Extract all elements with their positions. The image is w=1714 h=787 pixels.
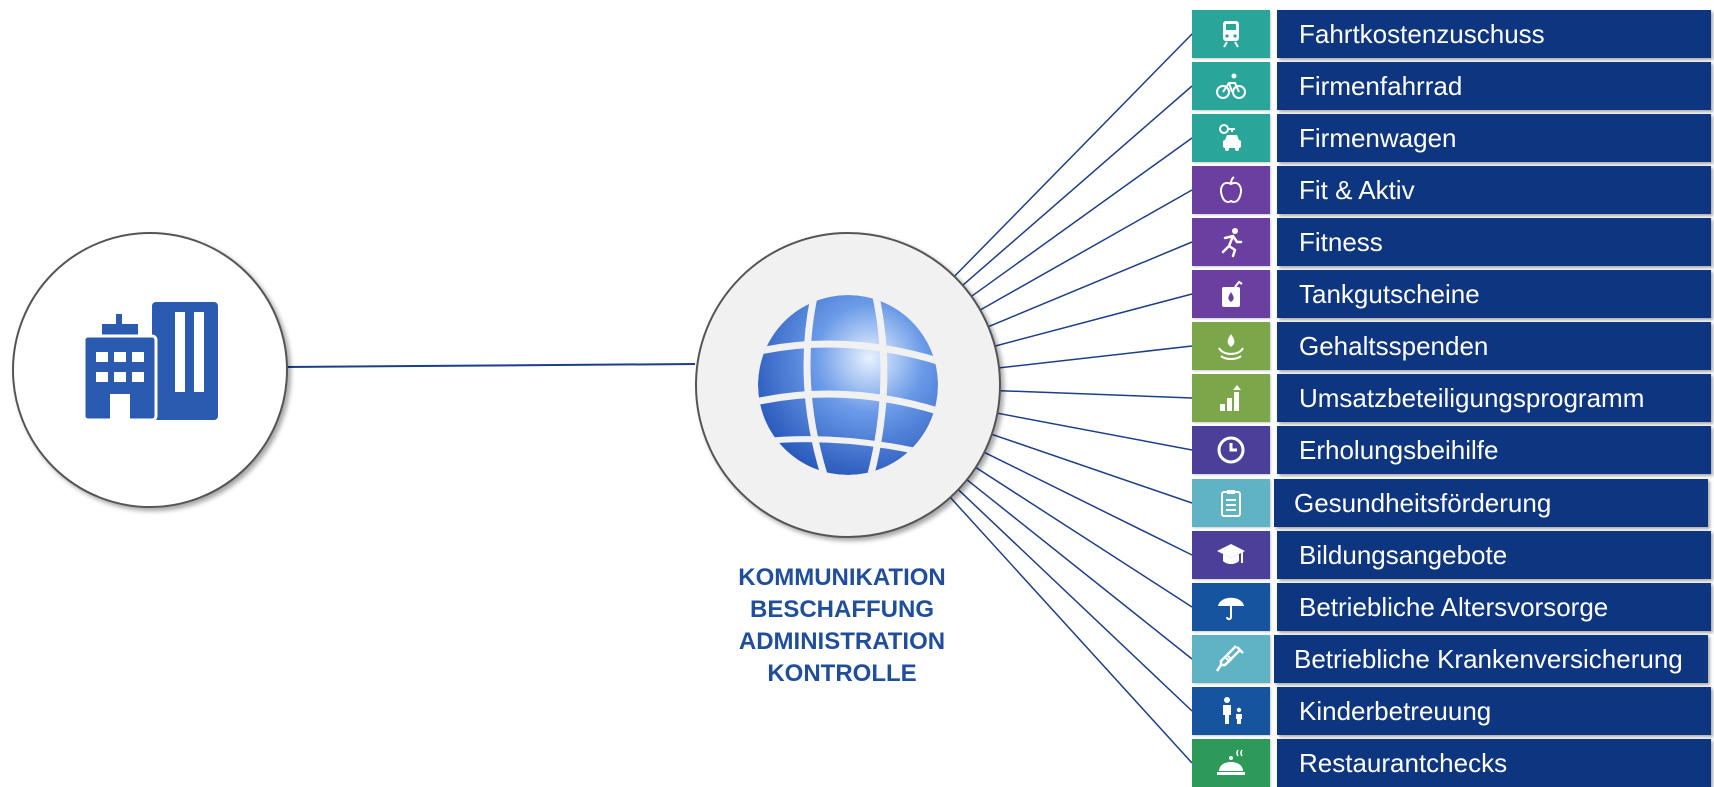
benefit-label[interactable]: Kinderbetreuung	[1277, 687, 1711, 735]
benefit-connector-line	[966, 479, 1193, 660]
benefit-connector-line	[988, 241, 1193, 328]
company-node	[12, 232, 288, 508]
benefit-label[interactable]: Betriebliche Altersvorsorge	[1277, 583, 1711, 631]
benefit-icon-tile	[1192, 322, 1270, 370]
donation-hand-icon	[1218, 334, 1244, 360]
benefit-icon-tile	[1192, 62, 1270, 110]
apple-icon	[1220, 176, 1242, 203]
benefit-icon-tile	[1192, 166, 1270, 214]
umbrella-icon	[1218, 597, 1244, 621]
benefit-label[interactable]: Fit & Aktiv	[1277, 166, 1711, 214]
car-key-icon	[1219, 124, 1241, 151]
benefit-icon-tile	[1192, 739, 1270, 787]
benefit-label[interactable]: Fitness	[1277, 218, 1711, 266]
benefit-connector-line	[953, 33, 1193, 277]
benefit-icon-tile	[1192, 479, 1270, 527]
benefit-icon-tile	[1192, 426, 1270, 474]
benefit-icon-tile	[1192, 218, 1270, 266]
benefit-label[interactable]: Betriebliche Krankenversicherung	[1274, 635, 1708, 683]
benefit-label[interactable]: Umsatzbeteiligungsprogramm	[1277, 374, 1711, 422]
benefit-icon-tile	[1192, 635, 1270, 683]
bicycle-icon	[1216, 73, 1246, 99]
benefit-connector-line	[983, 451, 1193, 556]
benefit-connector-line	[957, 489, 1193, 712]
benefit-connector-line	[971, 137, 1193, 297]
tagline-line: KONTROLLE	[767, 660, 917, 687]
benefit-label[interactable]: Tankgutscheine	[1277, 270, 1711, 318]
benefit-label[interactable]: Gesundheitsförderung	[1274, 479, 1708, 527]
benefit-connector-line	[975, 466, 1193, 608]
fuel-can-icon	[1222, 280, 1243, 307]
syringe-icon	[1215, 645, 1244, 672]
benefit-icon-tile	[1192, 531, 1270, 579]
clipboard-icon	[1221, 490, 1241, 517]
benefit-icon-tile	[1192, 374, 1270, 422]
benefit-connector-line	[979, 189, 1193, 311]
benefit-label[interactable]: Firmenfahrrad	[1277, 62, 1711, 110]
benefit-connector-line	[991, 433, 1193, 504]
tagline-line: ADMINISTRATION	[738, 628, 946, 655]
benefit-connector-line	[994, 293, 1193, 347]
benefit-connector-line	[962, 85, 1193, 286]
growth-chart-icon	[1220, 385, 1241, 411]
benefit-label[interactable]: Erholungsbeihilfe	[1277, 426, 1711, 474]
benefit-label[interactable]: Firmenwagen	[1277, 114, 1711, 162]
benefit-label[interactable]: Restaurantchecks	[1277, 739, 1711, 787]
cloche-icon	[1217, 749, 1245, 775]
benefit-label[interactable]: Bildungsangebote	[1277, 531, 1711, 579]
benefit-icon-tile	[1192, 687, 1270, 735]
graduation-cap-icon	[1217, 544, 1245, 564]
benefit-connector-line	[997, 412, 1193, 451]
benefit-connector-line	[998, 345, 1193, 369]
benefit-connector-line	[999, 389, 1193, 399]
clock-icon	[1217, 436, 1245, 464]
platform-hub-node	[695, 232, 1001, 538]
benefit-connector-line	[949, 496, 1193, 764]
runner-icon	[1221, 228, 1243, 258]
parent-child-icon	[1223, 697, 1242, 724]
company-to-platform-line	[285, 363, 696, 368]
benefit-icon-tile	[1192, 114, 1270, 162]
train-icon	[1223, 21, 1239, 48]
tagline-line: BESCHAFFUNG	[750, 596, 934, 623]
globe-logo-icon	[758, 295, 938, 475]
benefit-label[interactable]: Fahrtkostenzuschuss	[1277, 10, 1711, 58]
benefit-label[interactable]: Gehaltsspenden	[1277, 322, 1711, 370]
benefit-icon-tile	[1192, 10, 1270, 58]
benefit-icon-tile	[1192, 583, 1270, 631]
tagline-line: KOMMUNIKATION	[738, 564, 946, 591]
benefit-icon-tile	[1192, 270, 1270, 318]
platform-tagline: KOMMUNIKATION BESCHAFFUNG ADMINISTRATION…	[692, 562, 992, 690]
office-building-icon	[82, 302, 218, 422]
